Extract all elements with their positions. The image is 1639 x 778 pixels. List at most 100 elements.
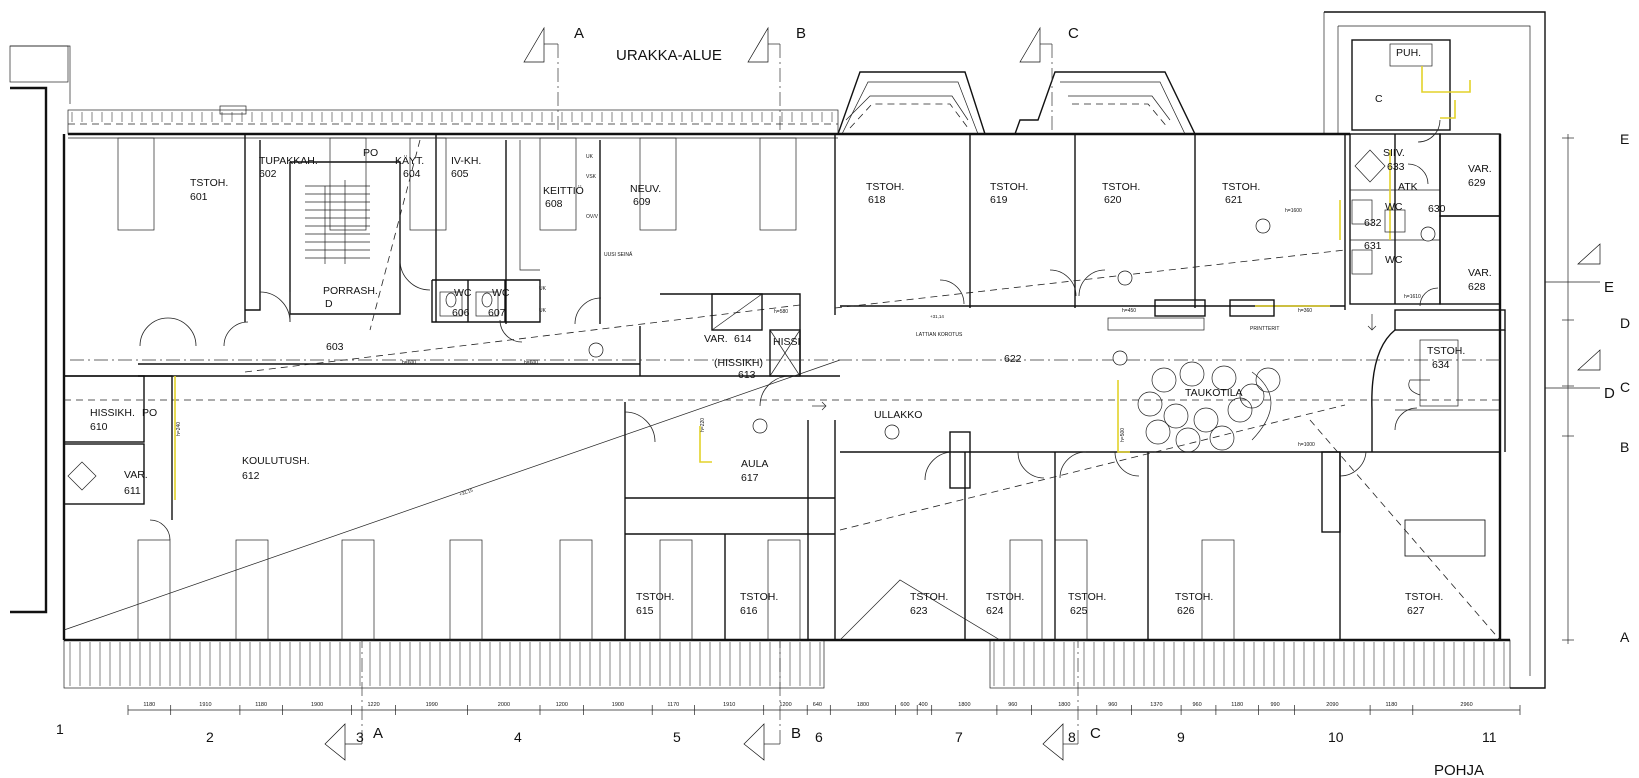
room-634-number: 634	[1432, 359, 1450, 371]
room-628: VAR.628	[1468, 267, 1492, 293]
room-604: KÄYT.604	[395, 155, 424, 180]
room-604-name: KÄYT.	[395, 155, 424, 167]
section-c-top-marker: C	[1019, 25, 1079, 134]
grid-col-10: 10	[1328, 729, 1344, 745]
dimension-label: 1170	[667, 702, 679, 708]
room-630-number: 630	[1428, 203, 1446, 215]
room-623-name: TSTOH.	[910, 591, 948, 603]
room-615-name: TSTOH.	[636, 591, 674, 603]
room-620: TSTOH.620	[1102, 181, 1140, 206]
small-annotations: PO PO UK VSK UK UK OV/V UUSI SEINÄ LATTI…	[142, 147, 1421, 497]
room-610-name: HISSIKH.	[90, 407, 135, 419]
room-605-name: IV-KH.	[451, 155, 481, 167]
room-622: 622	[1004, 353, 1022, 365]
grid-row-d: D	[1620, 315, 1630, 331]
h1000-label: h=1000	[1298, 442, 1315, 448]
room-607-number: 607	[488, 307, 506, 319]
roof-eaves-top	[67, 109, 839, 135]
lattian-korotus-label: LATTIAN KOROTUS	[916, 332, 963, 338]
room-puh: PUH.	[1396, 47, 1421, 59]
dormer-bays	[837, 71, 1350, 135]
room-606: WC 606	[452, 287, 472, 319]
fixtures	[67, 105, 1486, 557]
h1610-label: h=1610	[1404, 294, 1421, 300]
section-b-top-marker: B	[747, 25, 806, 134]
room-627: TSTOH.627	[1405, 591, 1443, 617]
grid-col-4: 4	[514, 729, 522, 745]
roof-eaves-bottom	[63, 639, 1511, 689]
section-b-top-label: B	[796, 25, 806, 42]
dimension-label: 990	[1271, 702, 1280, 708]
dimension-label: 1910	[199, 702, 211, 708]
room-609-name: NEUV.	[630, 183, 661, 195]
dimension-label: 1180	[1386, 702, 1398, 708]
room-631-number: 631	[1364, 240, 1382, 252]
room-610-number: 610	[90, 421, 108, 433]
dimension-label: 1990	[426, 702, 438, 708]
room-hissi: HISSI	[773, 336, 800, 348]
room-610: HISSIKH. 610	[90, 407, 135, 433]
room-632-name: WC	[1385, 201, 1403, 213]
section-e-right-label: E	[1604, 279, 1614, 296]
room-603: 603	[326, 341, 344, 353]
room-626-name: TSTOH.	[1175, 591, 1213, 603]
room-602-name: TUPAKKAH.	[259, 155, 318, 167]
room-621-name: TSTOH.	[1222, 181, 1260, 193]
section-d-right-label: D	[1604, 385, 1615, 402]
section-b-bottom-label: B	[791, 725, 801, 742]
h1600-label: h=1600	[1285, 208, 1302, 214]
room-613-name: (HISSIKH)	[714, 357, 763, 369]
dimension-label: 1900	[311, 702, 323, 708]
doors	[139, 119, 1441, 541]
neighbour-building-outline	[9, 45, 71, 614]
room-612: KOULUTUSH.612	[242, 455, 310, 482]
grid-row-c: C	[1620, 379, 1630, 395]
room-puh-name: PUH.	[1396, 47, 1421, 59]
section-a-bottom-label: A	[373, 725, 383, 742]
po-upper-label: PO	[363, 147, 378, 159]
dimension-label: 1180	[1231, 702, 1243, 708]
room-602: TUPAKKAH.602	[259, 155, 318, 180]
roof-slope-lines	[63, 139, 1501, 641]
dimension-label: 1220	[368, 702, 380, 708]
room-606-number: 606	[452, 307, 470, 319]
new-works-yellow	[174, 150, 1391, 500]
section-c-bottom-label: C	[1090, 725, 1101, 742]
room-613-number: 613	[738, 369, 756, 381]
ov-v-label: OV/V	[586, 214, 599, 220]
uk-label-3: UK	[539, 308, 547, 314]
room-609-number: 609	[633, 196, 651, 208]
room-628-name: VAR.	[1468, 267, 1492, 279]
vsk-label: VSK	[586, 174, 597, 180]
section-b-bottom-marker: B	[743, 640, 801, 761]
room-ullakko-name: ULLAKKO	[874, 409, 922, 421]
room-631-name: WC	[1385, 254, 1403, 266]
room-607-name: WC	[492, 287, 510, 299]
grid-col-8: 8	[1068, 729, 1076, 745]
grid-col-2: 2	[206, 729, 214, 745]
room-629-name: VAR.	[1468, 163, 1492, 175]
grid-row-a: A	[1620, 629, 1630, 645]
room-617-name: AULA	[741, 458, 768, 470]
room-614-number: 614	[734, 333, 752, 345]
dimension-label: 960	[1108, 702, 1117, 708]
room-623-number: 623	[910, 605, 928, 617]
dimension-label: 2960	[1460, 702, 1472, 708]
room-621: TSTOH.621	[1222, 181, 1260, 206]
room-615: TSTOH. 615	[636, 591, 674, 617]
grid-col-6: 6	[815, 729, 823, 745]
room-615-number: 615	[636, 605, 654, 617]
dimension-label: 960	[1008, 702, 1017, 708]
room-622-number: 622	[1004, 353, 1022, 365]
h240-label: h=240	[176, 422, 182, 436]
room-606-name: WC	[454, 287, 472, 299]
uusi-seina-label: UUSI SEINÄ	[604, 251, 633, 258]
room-hissi-name: HISSI	[773, 336, 800, 348]
dimension-label: 640	[813, 702, 822, 708]
room-605-number: 605	[451, 168, 469, 180]
dimension-label: 960	[1193, 702, 1202, 708]
dimension-label: 2000	[498, 702, 510, 708]
stair-d	[305, 180, 370, 264]
